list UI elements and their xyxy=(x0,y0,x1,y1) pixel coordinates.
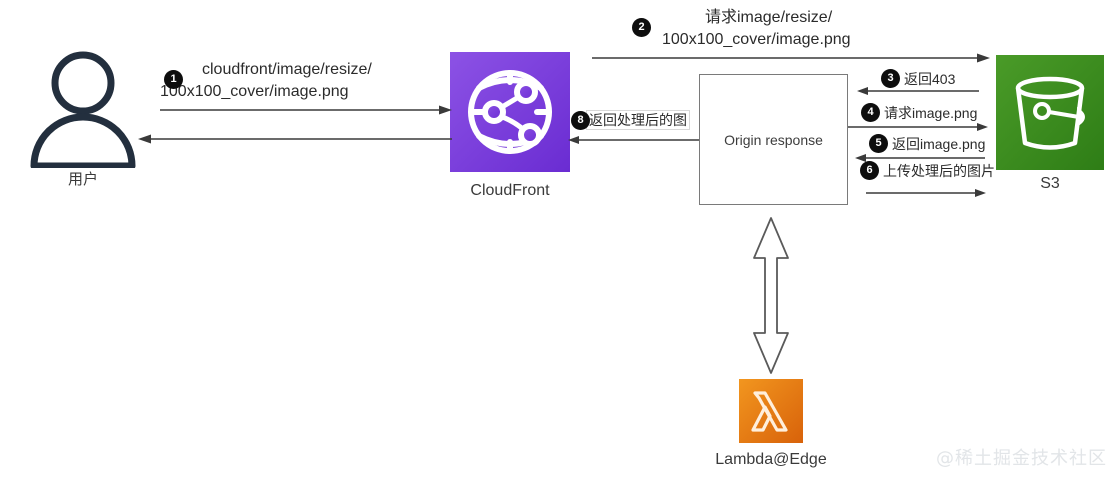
step-8-caption: 返回处理后的图 xyxy=(586,110,690,130)
step-2-arrow xyxy=(592,51,990,65)
step-8-arrow xyxy=(568,134,699,146)
step-2-badge: 2 xyxy=(632,18,651,37)
lambda-node[interactable] xyxy=(739,379,803,443)
step-1-arrow xyxy=(160,103,452,117)
cloudfront-globe-icon xyxy=(450,52,570,172)
origin-lambda-bidirectional-arrow xyxy=(748,217,794,374)
step-5-arrow xyxy=(855,152,985,164)
user-person-icon xyxy=(30,51,136,168)
step-6-caption: 上传处理后的图片 xyxy=(883,163,995,179)
step-8-badge: 8 xyxy=(571,111,590,130)
s3-node[interactable] xyxy=(996,55,1104,170)
step-1-badge: 1 xyxy=(164,70,183,89)
s3-node-label: S3 xyxy=(1040,175,1060,192)
step-3-arrow xyxy=(857,85,979,97)
step-1-return-arrow xyxy=(138,132,452,146)
step-6-badge: 6 xyxy=(860,161,879,180)
step-2-caption-line2: 100x100_cover/image.png xyxy=(662,31,851,48)
origin-response-label: Origin response xyxy=(724,131,823,148)
user-node[interactable] xyxy=(22,48,144,168)
step-5-badge: 5 xyxy=(869,134,888,153)
step-3-caption: 返回403 xyxy=(904,71,956,87)
origin-response-box[interactable]: Origin response xyxy=(699,74,848,205)
cloudfront-node[interactable] xyxy=(450,52,570,172)
step-5-caption: 返回image.png xyxy=(892,136,986,152)
watermark: @稀土掘金技术社区 xyxy=(936,448,1107,469)
step-3-badge: 3 xyxy=(881,69,900,88)
lambda-node-label: Lambda@Edge xyxy=(715,451,827,468)
step-4-caption: 请求image.png xyxy=(884,105,978,121)
step-1-caption-line1: cloudfront/image/resize/ xyxy=(202,61,372,78)
s3-bucket-icon xyxy=(996,55,1104,170)
step-2-caption-line1: 请求image/resize/ xyxy=(705,9,833,26)
step-6-arrow xyxy=(866,187,986,199)
user-node-label: 用户 xyxy=(67,171,98,188)
step-1-caption-line2: 100x100_cover/image.png xyxy=(160,83,349,100)
cloudfront-node-label: CloudFront xyxy=(470,182,550,199)
step-4-arrow xyxy=(848,121,988,133)
step-4-badge: 4 xyxy=(861,103,880,122)
lambda-icon xyxy=(739,379,803,443)
